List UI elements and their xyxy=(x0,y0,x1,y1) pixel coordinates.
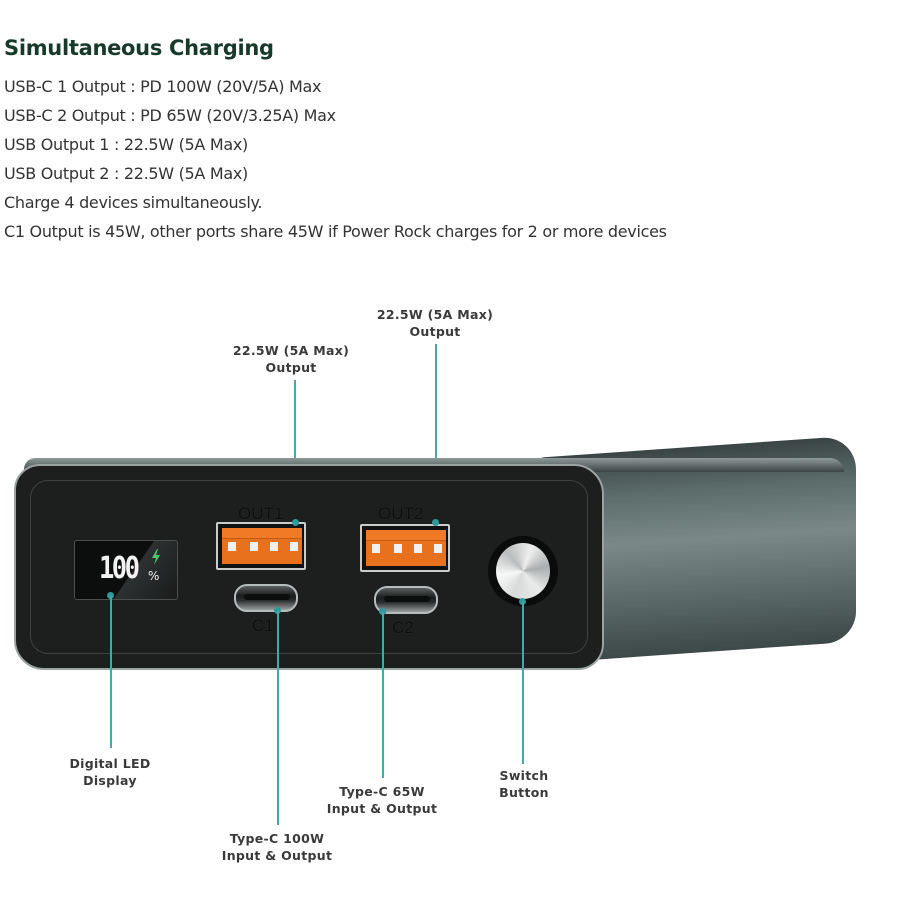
leader-line-out1 xyxy=(294,380,296,522)
callout-led-line2: Display xyxy=(83,773,137,788)
usb-a-port-out2 xyxy=(360,524,450,572)
anchor-dot-c2 xyxy=(379,608,386,615)
spec-usb-c2-output: USB-C 2 Output : PD 65W (20V/3.25A) Max xyxy=(4,106,336,125)
callout-c2: Type-C 65W Input & Output xyxy=(317,783,447,817)
digital-led-display: 100 % xyxy=(74,540,178,600)
callout-c1-line2: Input & Output xyxy=(221,848,333,863)
led-battery-value: 100 xyxy=(99,551,140,586)
spec-charge-4-devices: Charge 4 devices simultaneously. xyxy=(4,193,263,212)
callout-out2-line2: Output xyxy=(409,324,461,339)
callout-out1: 22.5W (5A Max) Output xyxy=(226,342,356,376)
leader-line-switch xyxy=(522,602,524,764)
spec-power-sharing-note: C1 Output is 45W, other ports share 45W … xyxy=(4,222,667,241)
usb-a-port-out1 xyxy=(216,522,306,570)
callout-led: Digital LED Display xyxy=(50,755,170,789)
anchor-dot-out2 xyxy=(432,519,439,526)
anchor-dot-c1 xyxy=(274,607,281,614)
anchor-dot-switch xyxy=(519,598,526,605)
callout-out1-line2: Output xyxy=(265,360,317,375)
spec-title: Simultaneous Charging xyxy=(4,36,274,60)
lightning-bolt-icon xyxy=(152,549,160,565)
usb-c-port-c1 xyxy=(234,584,298,612)
spec-block: Simultaneous Charging USB-C 1 Output : P… xyxy=(4,34,667,246)
spec-usb-c1-output: USB-C 1 Output : PD 100W (20V/5A) Max xyxy=(4,77,322,96)
callout-c2-line1: Type-C 65W xyxy=(339,784,425,799)
leader-line-c2 xyxy=(382,612,384,778)
device-front-inner-bezel xyxy=(30,480,588,654)
callout-switch-line1: Switch xyxy=(499,768,549,783)
led-percent-sign: % xyxy=(148,569,160,583)
port-label-c1: C1 xyxy=(252,616,274,635)
power-bank-device: 100 % OUT1 OUT2 C1 xyxy=(14,435,856,672)
callout-c1: Type-C 100W Input & Output xyxy=(212,830,342,864)
spec-usb-output-2: USB Output 2 : 22.5W (5A Max) xyxy=(4,164,248,183)
callout-c2-line2: Input & Output xyxy=(326,801,438,816)
callout-out1-line1: 22.5W (5A Max) xyxy=(232,343,350,358)
anchor-dot-led xyxy=(107,592,114,599)
port-label-out2: OUT2 xyxy=(378,504,424,523)
callout-c1-line1: Type-C 100W xyxy=(229,831,325,846)
leader-line-out2 xyxy=(435,344,437,522)
callout-out2: 22.5W (5A Max) Output xyxy=(370,306,500,340)
leader-line-led xyxy=(110,596,112,748)
spec-usb-output-1: USB Output 1 : 22.5W (5A Max) xyxy=(4,135,248,154)
anchor-dot-out1 xyxy=(292,519,299,526)
callout-switch: Switch Button xyxy=(484,767,564,801)
callout-out2-line1: 22.5W (5A Max) xyxy=(376,307,494,322)
switch-button xyxy=(488,536,558,606)
callout-switch-line2: Button xyxy=(499,785,549,800)
switch-knob xyxy=(496,543,550,599)
device-front-panel: 100 % OUT1 OUT2 C1 xyxy=(14,464,604,670)
leader-line-c1 xyxy=(277,611,279,825)
callout-led-line1: Digital LED xyxy=(69,756,151,771)
port-label-c2: C2 xyxy=(392,618,414,637)
port-label-out1: OUT1 xyxy=(238,504,284,523)
